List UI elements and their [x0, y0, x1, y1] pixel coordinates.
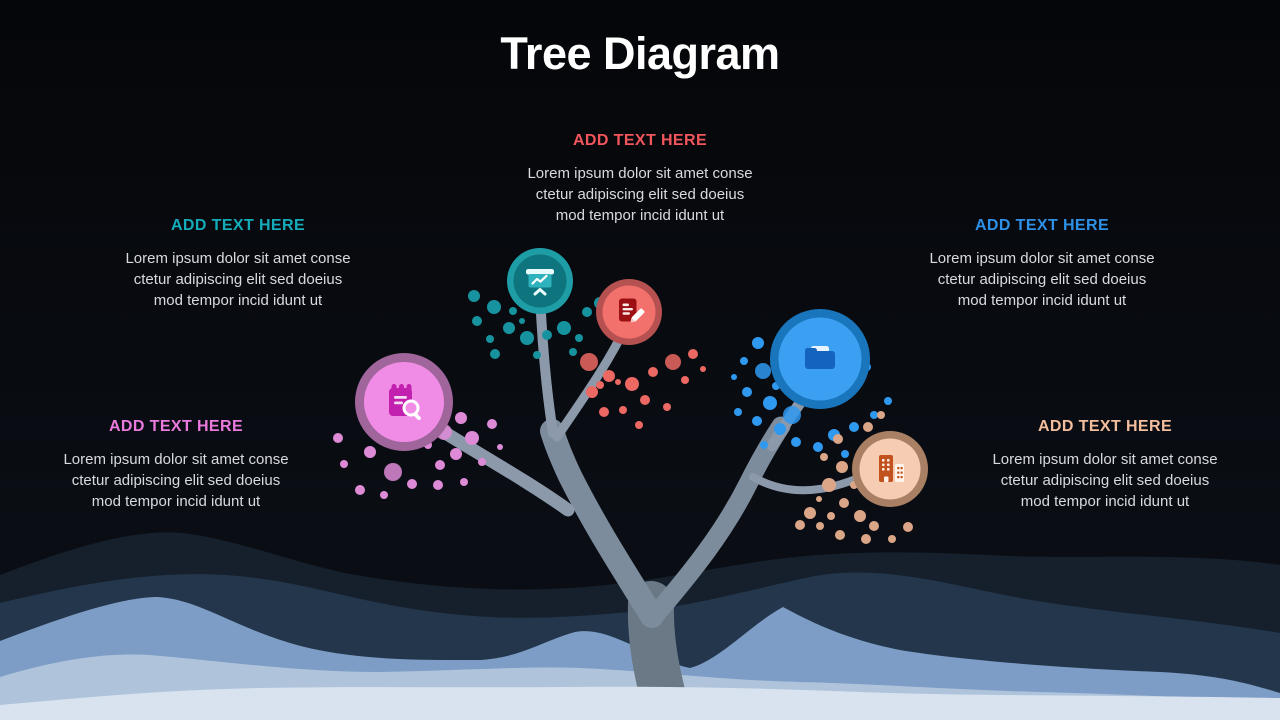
node-dot-clusters: [333, 290, 913, 544]
branch-left-main: [540, 419, 664, 628]
section-body-line: mod tempor incid idunt ut: [1020, 493, 1190, 510]
section-body-line: ctetur adipiscing elit sed doeius: [1000, 472, 1210, 489]
section-body-line: Lorem ipsum dolor sit amet conse: [929, 250, 1155, 267]
section-body-line: Lorem ipsum dolor sit amet conse: [125, 250, 351, 267]
dot-cluster-research: [333, 412, 503, 499]
section-body-line: ctetur adipiscing elit sed doeius: [133, 271, 343, 288]
section-heading: ADD TEXT HERE: [108, 418, 244, 435]
slide-title[interactable]: Tree Diagram: [500, 28, 780, 79]
section-body-line: mod tempor incid idunt ut: [91, 493, 261, 510]
mountain-layer-foreground: [0, 686, 1280, 720]
section-body-line: mod tempor incid idunt ut: [153, 292, 323, 309]
dot-cluster-document: [580, 349, 706, 429]
section-heading: ADD TEXT HERE: [974, 217, 1110, 234]
section-body-line: mod tempor incid idunt ut: [957, 292, 1127, 309]
text-block-bottom-left[interactable]: ADD TEXT HERE Lorem ipsum dolor sit amet…: [11, 418, 341, 512]
section-body-line: Lorem ipsum dolor sit amet conse: [992, 451, 1218, 468]
presentation-chart-icon: [526, 269, 554, 296]
section-body-line: mod tempor incid idunt ut: [555, 207, 725, 224]
node-presentation[interactable]: [507, 248, 573, 314]
section-body-line: ctetur adipiscing elit sed doeius: [937, 271, 1147, 288]
text-block-left[interactable]: ADD TEXT HERE Lorem ipsum dolor sit amet…: [73, 217, 403, 311]
node-research[interactable]: [355, 353, 453, 451]
node-document[interactable]: [596, 279, 662, 345]
notepad-search-icon: [389, 384, 421, 421]
dot-cluster-building: [795, 411, 913, 544]
text-block-top[interactable]: ADD TEXT HERE Lorem ipsum dolor sit amet…: [475, 132, 805, 226]
text-block-right[interactable]: ADD TEXT HERE Lorem ipsum dolor sit amet…: [877, 217, 1207, 311]
section-heading: ADD TEXT HERE: [572, 132, 708, 149]
dot-cluster-presentation: [468, 290, 606, 359]
building-icon: [879, 455, 904, 482]
section-body-line: ctetur adipiscing elit sed doeius: [535, 186, 745, 203]
folder-icon: [805, 346, 835, 369]
node-folder[interactable]: [770, 309, 870, 409]
stem-presentation: [535, 288, 558, 438]
section-body-line: Lorem ipsum dolor sit amet conse: [63, 451, 289, 468]
document-edit-icon: [619, 298, 645, 323]
section-body-line: Lorem ipsum dolor sit amet conse: [527, 165, 753, 182]
text-block-bottom-right[interactable]: ADD TEXT HERE Lorem ipsum dolor sit amet…: [940, 418, 1270, 512]
section-body-line: ctetur adipiscing elit sed doeius: [71, 472, 281, 489]
section-heading: ADD TEXT HERE: [1037, 418, 1173, 435]
section-heading: ADD TEXT HERE: [170, 217, 306, 234]
node-building[interactable]: [852, 431, 928, 507]
